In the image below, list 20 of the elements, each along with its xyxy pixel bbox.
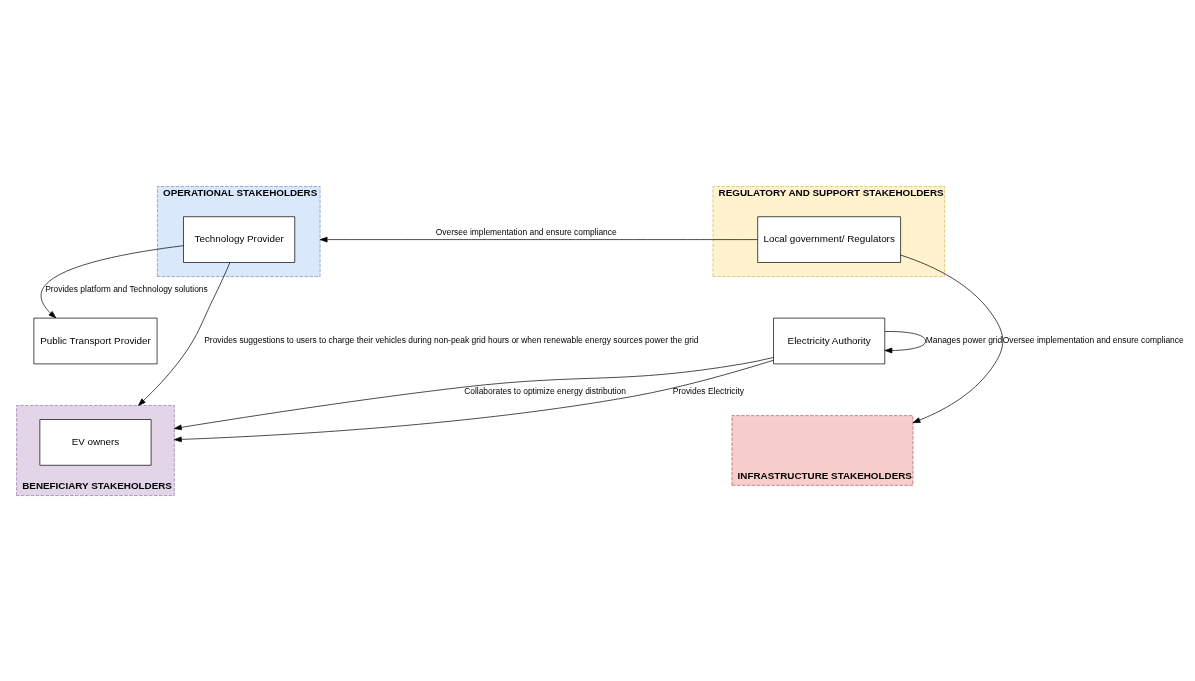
arrow [138, 261, 231, 406]
arrow [40, 244, 184, 318]
arrow [900, 254, 1004, 423]
arrow [174, 359, 774, 442]
node-box: INFRASTRUCTURE STAKEHOLDERS [731, 414, 914, 486]
node-box: EV owners [39, 418, 152, 466]
arrow [319, 236, 758, 242]
edge-label: Collaborates to optimize energy distribution [464, 385, 626, 396]
node-box: Technology Provider [183, 215, 296, 263]
arrow [884, 330, 926, 353]
node-box: Electricity Authority [773, 317, 886, 364]
edge-label: Oversee implementation and ensure compliance [1002, 334, 1184, 345]
node-box: Local government/ Regulators [757, 215, 901, 263]
edge-label: Manages power grid [925, 334, 1003, 345]
node-box: Public Transport Provider [33, 317, 158, 364]
edge-label: Oversee implementation and ensure compliance [435, 226, 617, 237]
arrow [174, 356, 774, 430]
edge-label: Provides platform and Technology solutions [45, 283, 208, 294]
edge-label: Provides Electricity [672, 385, 745, 396]
edge-label: Provides suggestions to users to charge their vehicles during non-peak grid hours or when renewable energy sources power the grid [204, 334, 699, 345]
